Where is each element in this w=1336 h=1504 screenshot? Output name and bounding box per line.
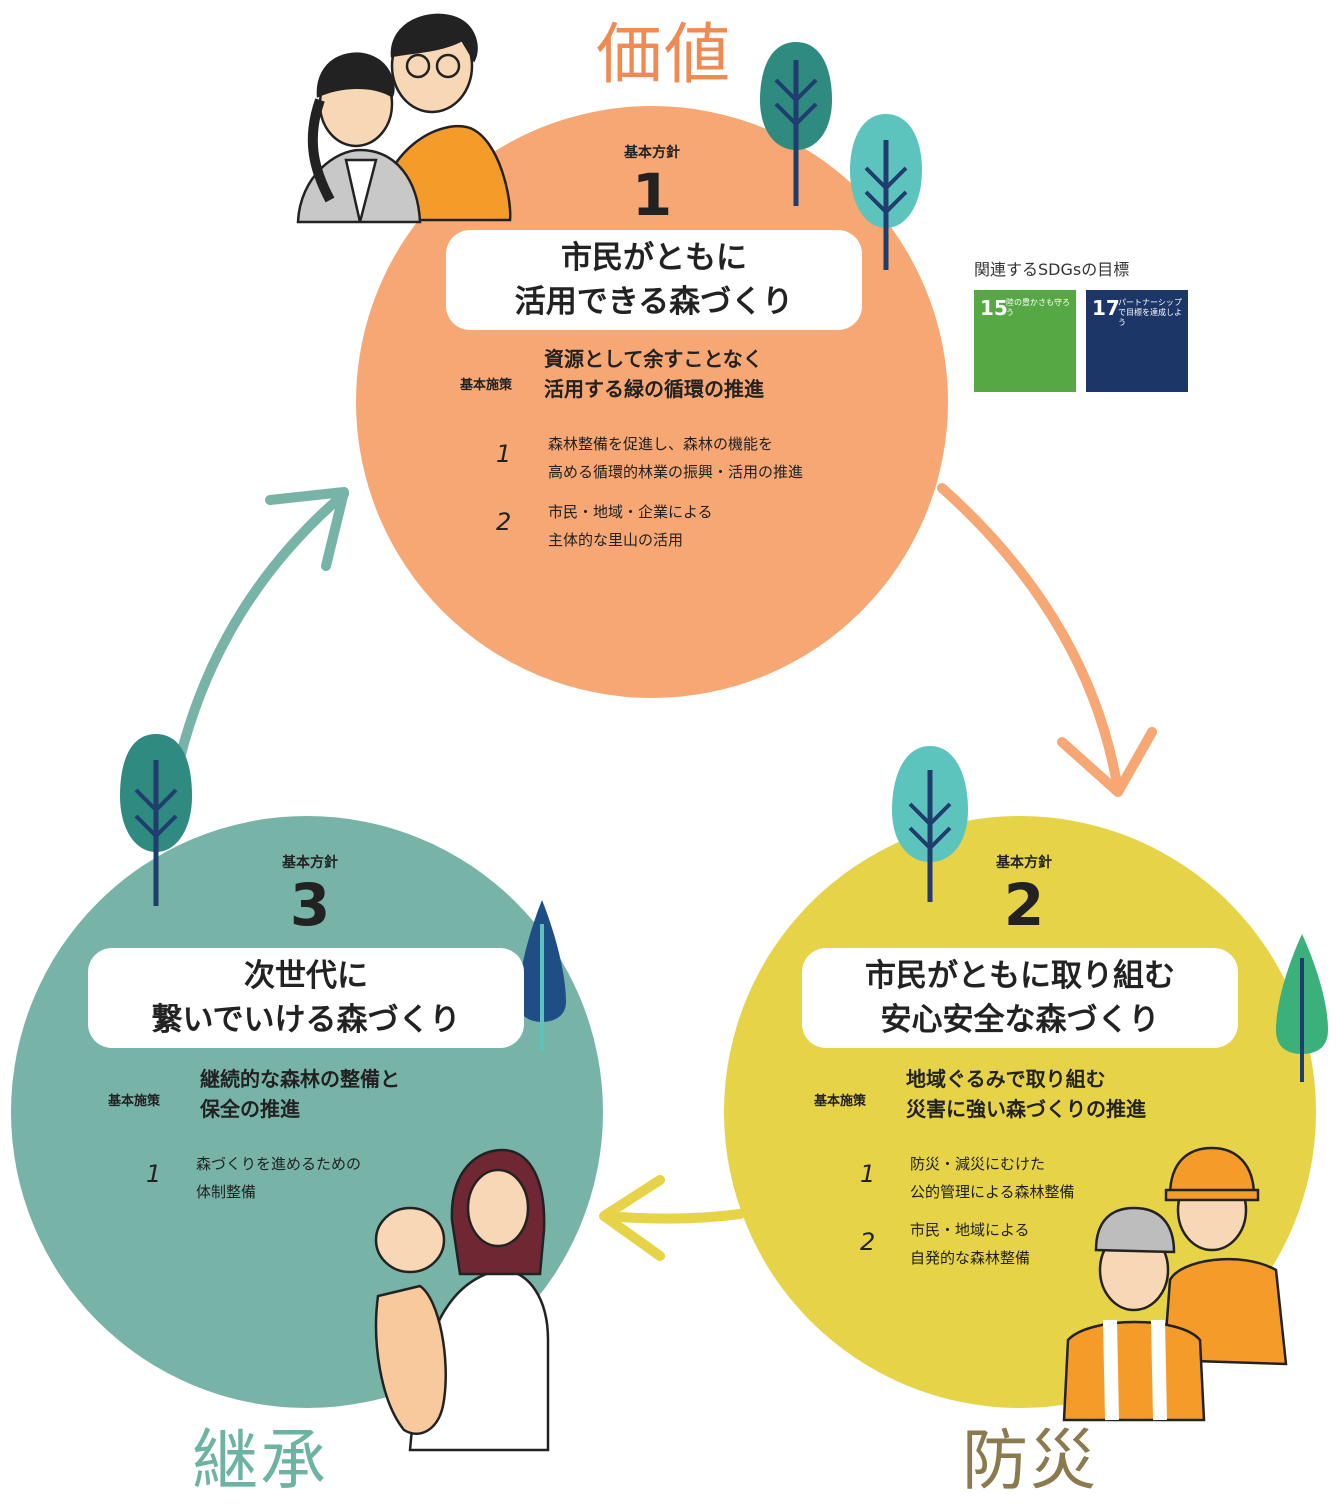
policy1-measure: 資源として余すことなく 活用する緑の循環の推進	[544, 344, 764, 404]
item-line: 主体的な里山の活用	[548, 531, 684, 549]
sdg-goal-name: パートナーシップで目標を達成しよう	[1118, 298, 1182, 327]
policy1-title-line: 活用できる森づくり	[514, 284, 794, 320]
policy3-label: 基本方針	[282, 855, 338, 871]
policy3-title: 次世代に 繋いでいける森づくり	[88, 948, 524, 1048]
arrow-inherit-to-value	[175, 487, 349, 763]
policy1-measure-line: 資源として余すことなく	[544, 347, 763, 371]
couple-illustration	[296, 13, 512, 224]
policy3-title-line: 繋いでいける森づくり	[151, 1002, 461, 1038]
policy3-measure-line: 継続的な森林の整備と	[200, 1067, 400, 1091]
policy1-item1-number: 1	[496, 440, 512, 468]
policy1-title: 市民がともに 活用できる森づくり	[446, 230, 862, 330]
tree-icon	[1276, 934, 1328, 1082]
arrow-disaster-to-inherit	[599, 1175, 745, 1261]
tree-icon	[120, 734, 192, 906]
policy1-item1-text: 森林整備を促進し、森林の機能を 高める循環的林業の振興・活用の推進	[548, 430, 803, 486]
item-line: 高める循環的林業の振興・活用の推進	[548, 463, 804, 481]
policy2-title-line: 市民がともに取り組む	[865, 958, 1175, 994]
policy2-item1-text: 防災・減災にむけた 公的管理による森林整備	[910, 1150, 1075, 1206]
sdg-goal-number: 17	[1092, 296, 1120, 320]
theme-disaster: 防災	[962, 1422, 1098, 1499]
policy2-measure-line: 地域ぐるみで取り組む	[906, 1067, 1106, 1091]
policy3-item1-number: 1	[146, 1160, 162, 1188]
tree-icon	[760, 42, 832, 206]
policy2-label: 基本方針	[996, 855, 1052, 871]
policy1-label: 基本方針	[624, 145, 680, 161]
policy1-measure-label: 基本施策	[460, 378, 513, 393]
sdg-goal-17: 17 パートナーシップで目標を達成しよう	[1086, 290, 1188, 392]
item-line: 市民・地域による	[910, 1221, 1030, 1239]
arrow-value-to-disaster	[937, 483, 1157, 797]
policy2-title: 市民がともに取り組む 安心安全な森づくり	[802, 948, 1238, 1048]
sdgs-title: 関連するSDGsの目標	[974, 260, 1130, 279]
policy1-title-line: 市民がともに	[561, 240, 747, 276]
policy2-item1-number: 1	[860, 1160, 876, 1188]
policy1-item2-number: 2	[496, 508, 512, 536]
theme-value: 価値	[596, 16, 732, 93]
sdg-goal-name: 陸の豊かさも守ろう	[1006, 298, 1070, 317]
item-line: 森づくりを進めるための	[196, 1155, 362, 1173]
policy2-number: 2	[1003, 871, 1045, 939]
policy1-measure-line: 活用する緑の循環の推進	[544, 377, 764, 401]
item-line: 公的管理による森林整備	[910, 1183, 1075, 1201]
policy2-measure-line: 災害に強い森づくりの推進	[906, 1097, 1146, 1121]
item-line: 森林整備を促進し、森林の機能を	[548, 435, 774, 453]
workers-illustration	[1062, 1146, 1288, 1422]
sdg-goal-number: 15	[980, 296, 1008, 320]
policy3-measure: 継続的な森林の整備と 保全の推進	[200, 1064, 400, 1124]
tree-icon	[850, 114, 922, 270]
tree-icon	[518, 900, 566, 1050]
policy2-measure-label: 基本施策	[814, 1094, 867, 1109]
policy3-measure-label: 基本施策	[108, 1094, 161, 1109]
item-line: 体制整備	[196, 1183, 257, 1201]
theme-inherit: 継承	[192, 1422, 328, 1499]
item-line: 防災・減災にむけた	[910, 1155, 1046, 1173]
policy2-item2-number: 2	[860, 1228, 876, 1256]
policy2-item2-text: 市民・地域による 自発的な森林整備	[910, 1216, 1030, 1272]
policy1-item2-text: 市民・地域・企業による 主体的な里山の活用	[548, 498, 713, 554]
item-line: 自発的な森林整備	[910, 1249, 1031, 1267]
policy3-number: 3	[289, 871, 331, 939]
policy3-title-line: 次世代に	[244, 958, 368, 994]
policy2-title-line: 安心安全な森づくり	[880, 1002, 1160, 1038]
sdg-goal-15: 15 陸の豊かさも守ろう	[974, 290, 1076, 392]
tree-icon	[892, 746, 968, 902]
mother-baby-illustration	[374, 1148, 550, 1452]
policy3-measure-line: 保全の推進	[200, 1097, 300, 1121]
policy1-number: 1	[631, 161, 673, 229]
policy3-item1-text: 森づくりを進めるための 体制整備	[196, 1150, 361, 1206]
policy2-measure: 地域ぐるみで取り組む 災害に強い森づくりの推進	[906, 1064, 1146, 1124]
item-line: 市民・地域・企業による	[548, 503, 713, 521]
